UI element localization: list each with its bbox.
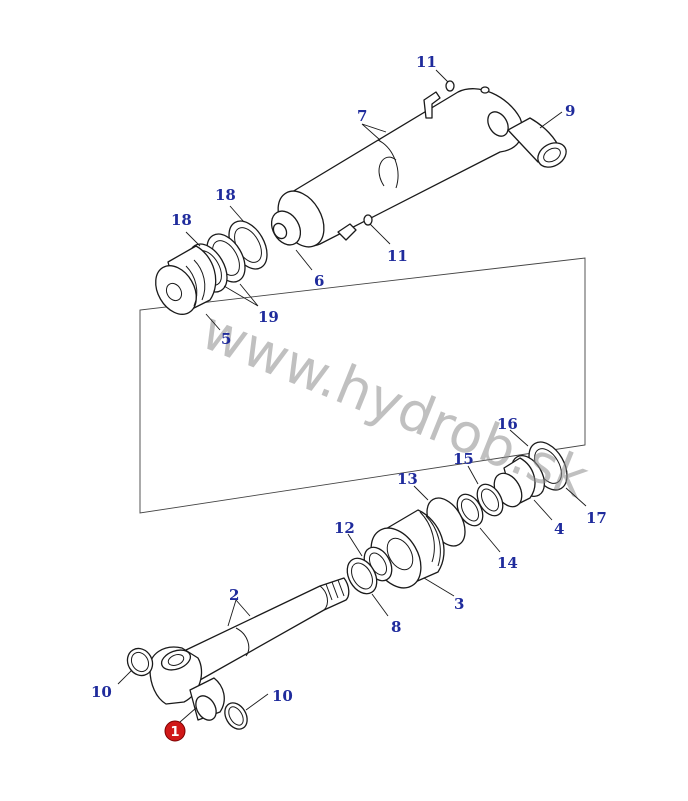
part-1-badge[interactable]: 1	[164, 720, 186, 742]
badge-circle-shape	[164, 720, 186, 742]
callout-9: 9	[565, 102, 575, 120]
leader-lines	[117, 69, 587, 723]
callout-14: 14	[497, 554, 518, 572]
callout-19: 19	[258, 308, 279, 326]
callout-11-middle: 11	[387, 247, 408, 265]
callout-11-top: 11	[416, 53, 437, 71]
callout-18-lower: 18	[171, 211, 192, 229]
gland-group	[346, 441, 568, 595]
badge-label: 1	[170, 725, 179, 740]
callout-2: 2	[229, 586, 239, 604]
callout-7: 7	[357, 107, 367, 125]
watermark-text: www.hydrob.sk	[193, 299, 597, 511]
callout-10-left: 10	[91, 683, 112, 701]
callout-5: 5	[221, 330, 231, 348]
pin-bushing	[507, 117, 567, 168]
callout-4: 4	[554, 520, 564, 538]
callout-12: 12	[334, 519, 355, 537]
callout-13: 13	[397, 470, 418, 488]
callout-labels: 11 9 7 18 18 6 11 19 5 16 15 13 17 4 12 …	[91, 53, 607, 705]
callout-18-upper: 18	[215, 186, 236, 204]
assembly-frame	[139, 257, 586, 514]
cylinder-tube	[270, 80, 524, 248]
piston-rod	[126, 577, 350, 730]
piston-group	[155, 220, 268, 315]
callout-6: 6	[314, 272, 324, 290]
callout-15: 15	[453, 450, 474, 468]
callout-3: 3	[454, 595, 464, 613]
callout-16: 16	[497, 415, 518, 433]
callout-10-right: 10	[272, 687, 293, 705]
callout-8: 8	[391, 618, 401, 636]
callout-17: 17	[586, 509, 607, 527]
